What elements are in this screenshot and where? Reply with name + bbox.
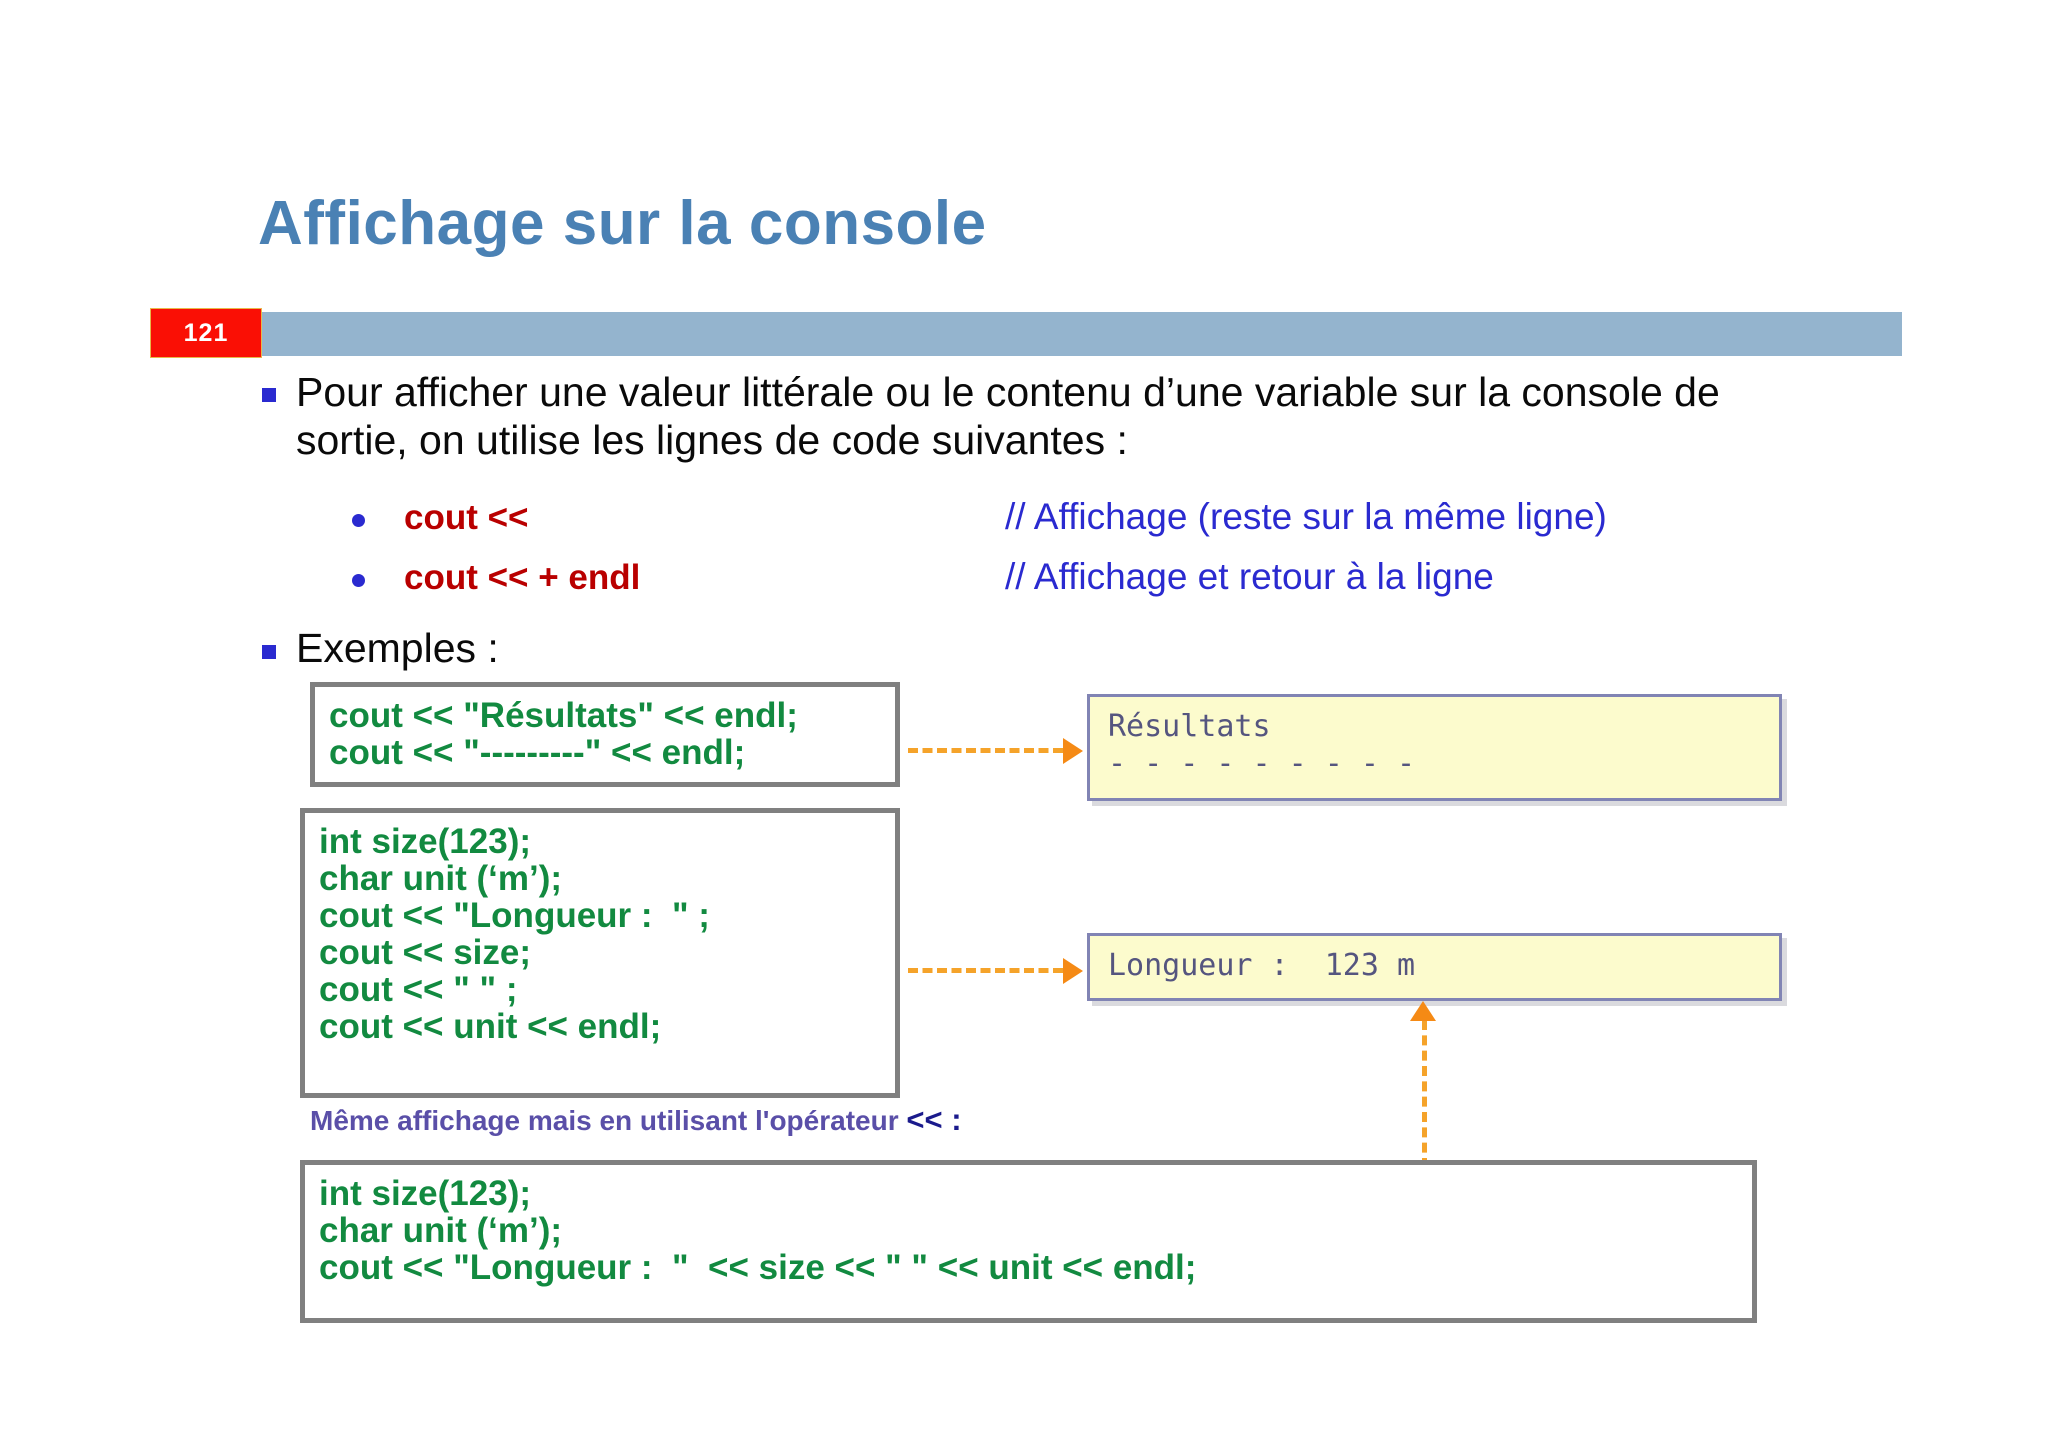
bullet-dot-icon [352,514,365,527]
page-number-badge: 121 [150,308,262,358]
console-line: Résultats [1108,709,1271,744]
header-accent-bar [262,312,1902,356]
operator-caption-symbol: << : [906,1102,962,1137]
code-line: char unit (‘m’); [319,859,563,899]
code-block-example-3: int size(123); char unit (‘m’); cout << … [300,1160,1757,1323]
syntax-code-2: cout << + endl [404,558,641,597]
console-output-2: Longueur : 123 m [1087,933,1782,1001]
code-block-example-2: int size(123); char unit (‘m’); cout << … [300,808,900,1098]
code-line: char unit (‘m’); [319,1211,563,1251]
connector-arrow-1-head [1063,738,1083,764]
page-title: Affichage sur la console [258,189,987,258]
examples-label: Exemples : [296,625,499,671]
operator-caption-text: Même affichage mais en utilisant l'opéra… [310,1105,899,1136]
code-line: cout << "Longueur : " ; [319,896,710,936]
bullet-square-icon [262,388,276,402]
connector-arrow-3-head [1410,1001,1436,1021]
code-line: int size(123); [319,1174,531,1213]
connector-arrow-3 [1422,1020,1427,1168]
bullet-dot-icon [352,574,365,587]
console-output-1: Résultats - - - - - - - - - [1087,694,1782,801]
connector-arrow-1 [908,748,1063,753]
code-line: int size(123); [319,822,531,861]
code-line: cout << unit << endl; [319,1007,662,1047]
syntax-comment-2: // Affichage et retour à la ligne [1005,556,1494,597]
code-line: cout << "---------" << endl; [329,733,746,773]
console-line: - - - - - - - - - [1108,745,1416,781]
syntax-comment-1: // Affichage (reste sur la même ligne) [1005,496,1607,537]
code-block-example-1: cout << "Résultats" << endl; cout << "--… [310,682,900,787]
syntax-code-1: cout << [404,498,529,537]
intro-paragraph: Pour afficher une valeur littérale ou le… [296,369,1720,464]
connector-arrow-2-head [1063,958,1083,984]
code-line: cout << size; [319,933,532,973]
connector-arrow-2 [908,968,1063,973]
code-line: cout << " " ; [319,970,518,1010]
code-line: cout << "Longueur : " << size << " " << … [319,1248,1197,1288]
bullet-square-icon [262,645,276,659]
code-line: cout << "Résultats" << endl; [329,696,798,735]
console-line: Longueur : 123 m [1108,948,1416,983]
operator-caption: Même affichage mais en utilisant l'opéra… [310,1102,962,1138]
